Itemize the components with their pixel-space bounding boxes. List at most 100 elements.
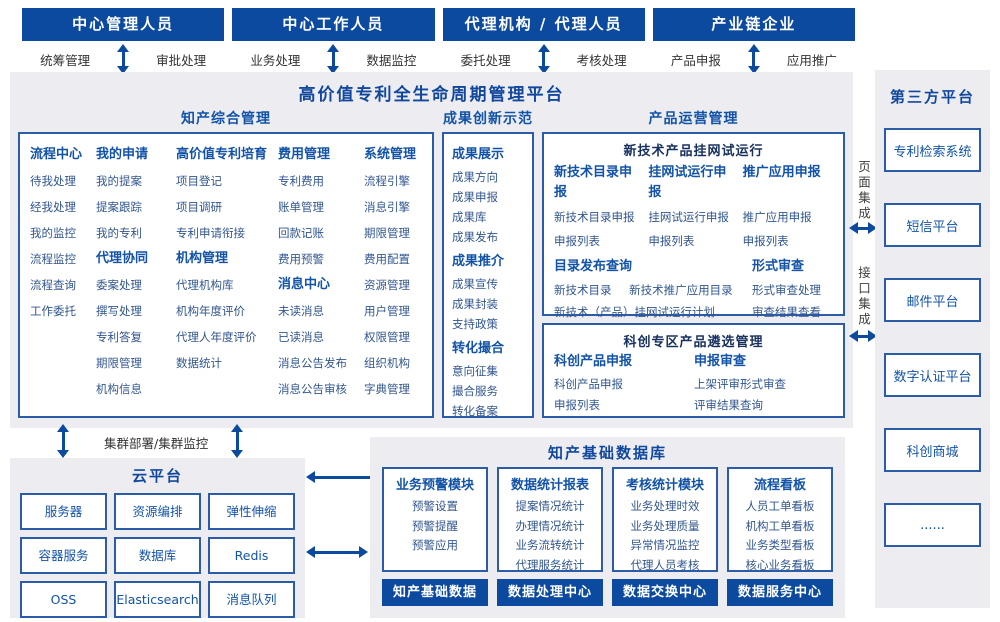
third-party-item: 数字认证平台	[884, 353, 981, 397]
horizontal-double-arrow-icon	[849, 329, 877, 343]
group-header: 推广应用申报	[742, 165, 821, 180]
module-item: 异常情况监控	[630, 538, 700, 552]
role-title-bar: 中心工作人员	[232, 8, 435, 41]
module-header: 数据统计报表	[510, 478, 589, 493]
group-header: 转化撮合	[452, 341, 505, 356]
menu-item-row: 新技术目录 新技术推广应用目录	[554, 279, 752, 301]
group-header: 成果推介	[452, 254, 505, 269]
cloud-item: 资源编排	[114, 493, 201, 530]
menu-item: 专利答复	[96, 330, 142, 344]
cloud-grid: 服务器 资源编排 弹性伸缩 容器服务 数据库 Redis OSS Elastic…	[10, 486, 305, 618]
menu-item: 专利费用	[278, 174, 324, 188]
menu-item: 新技术（产品）挂网试运行计划	[554, 305, 715, 319]
menu-item: 项目登记	[176, 174, 222, 188]
role-group-center-staff: 中心工作人员 业务处理 数据监控	[232, 8, 435, 77]
menu-item: 已读消息	[278, 330, 324, 344]
po2-column: 申报审查 上架评审形式审查 评审结果查询	[694, 350, 837, 416]
menu-item: 我的监控	[30, 226, 76, 240]
module-item: 预警设置	[412, 499, 458, 513]
menu-item: 撮合服务	[452, 384, 498, 398]
page-integration-label: 页面集成	[856, 160, 871, 222]
ip-column-apply: 我的申请 我的提案 提案跟踪 我的专利 代理协同 委案处理 撰写处理 专利答复 …	[96, 142, 176, 416]
menu-item: 权限管理	[364, 330, 410, 344]
trial-run-columns: 新技术目录申报 新技术目录申报 申报列表 挂网试运行申报 挂网试运行申报 申报列…	[544, 159, 843, 253]
group-header: 科创产品申报	[554, 354, 633, 369]
section-product-ops: 产品运营管理 新技术产品挂网试运行 新技术目录申报 新技术目录申报 申报列表 挂…	[542, 108, 845, 420]
menu-item: 成果方向	[452, 170, 498, 184]
section-achievement: 成果创新示范 成果展示 成果方向 成果申报 成果库 成果发布 成果推介 成果宣传…	[442, 108, 534, 420]
group-header: 高价值专利培育	[176, 147, 268, 162]
role-action-label: 审批处理	[156, 52, 207, 68]
trial-run-box: 新技术产品挂网试运行 新技术目录申报 新技术目录申报 申报列表 挂网试运行申报 …	[542, 132, 845, 319]
database-title: 知产基础数据库	[547, 444, 667, 462]
cloud-item: Elasticsearch	[114, 581, 201, 618]
third-party-item: 科创商城	[884, 428, 981, 472]
module-header: 业务预警模块	[395, 478, 474, 493]
section-ip-management: 知产综合管理 流程中心 待我处理 经我处理 我的监控 流程监控 流程查询 工作委…	[18, 108, 434, 420]
module-item: 代理服务统计	[515, 557, 585, 572]
cloud-item: 消息队列	[208, 581, 295, 618]
ip-column-cultivation: 高价值专利培育 项目登记 项目调研 专利申请衔接 机构管理 代理机构库 机构年度…	[176, 142, 278, 416]
menu-item: 形式审查处理	[752, 283, 821, 297]
api-integration-label: 接口集成	[856, 266, 871, 328]
module-item: 机构工单看板	[745, 518, 815, 533]
group-header: 系统管理	[364, 147, 417, 162]
catalog-review-row: 目录发布查询 新技术目录 新技术推广应用目录 新技术（产品）挂网试运行计划 形式…	[544, 253, 843, 323]
data-center-badge: 数据服务中心	[727, 579, 833, 606]
menu-item: 回款记账	[278, 226, 324, 240]
ip-column-fees: 费用管理 专利费用 账单管理 回款记账 费用预警 消息中心 未读消息 已读消息 …	[278, 142, 364, 416]
po-column: 推广应用申报 推广应用申报 申报列表	[743, 163, 837, 253]
menu-item: 上架评审形式审查	[694, 377, 786, 391]
module-box: 数据统计报表 提案情况统计 办理情况统计 业务流转统计 代理服务统计	[497, 467, 603, 572]
data-center-badge: 数据交换中心	[612, 579, 718, 606]
vertical-double-arrow-icon	[326, 44, 341, 74]
role-title-bar: 代理机构 / 代理人员	[442, 8, 645, 41]
section-title: 成果创新示范	[443, 111, 533, 127]
menu-item: 期限管理	[364, 226, 410, 240]
menu-item: 消息引擎	[364, 200, 410, 214]
database-module: 考核统计模块 业务处理时效 业务处理质量 异常情况监控 代理人员考核 数据交换中…	[612, 467, 718, 606]
menu-item: 推广应用申报	[742, 210, 812, 224]
menu-item: 项目调研	[176, 200, 222, 214]
menu-item: 期限管理	[96, 356, 142, 370]
horizontal-double-arrow-icon	[306, 545, 368, 559]
database-module: 数据统计报表 提案情况统计 办理情况统计 业务流转统计 代理服务统计 数据处理中…	[497, 467, 603, 606]
menu-item: 申报列表	[742, 234, 789, 248]
menu-item: 费用预警	[278, 252, 324, 266]
menu-item: 字典管理	[364, 382, 410, 396]
sub-box-title: 科创专区产品遴选管理	[623, 335, 764, 350]
ip-column-process: 流程中心 待我处理 经我处理 我的监控 流程监控 流程查询 工作委托	[30, 142, 96, 416]
platform-title: 高价值专利全生命周期管理平台	[298, 85, 565, 105]
role-actions: 产品申报 应用推广	[653, 41, 855, 77]
section-title: 产品运营管理	[648, 111, 739, 127]
menu-item: 流程监控	[30, 252, 76, 266]
po-column: 挂网试运行申报 挂网试运行申报 申报列表	[648, 163, 742, 253]
menu-item: 我的专利	[96, 226, 142, 240]
module-item: 预警提醒	[412, 518, 458, 533]
menu-item: 评审结果查询	[694, 398, 763, 412]
role-action-label: 应用推广	[786, 52, 837, 68]
role-actions: 业务处理 数据监控	[232, 41, 434, 77]
cloud-panel: 云平台 服务器 资源编排 弹性伸缩 容器服务 数据库 Redis OSS Ela…	[10, 458, 305, 618]
menu-item: 成果申报	[452, 190, 498, 204]
menu-item: 提案跟踪	[96, 200, 142, 214]
vertical-double-arrow-icon	[746, 44, 761, 74]
cluster-label: 集群部署/集群监控	[104, 436, 209, 451]
third-party-item: ......	[884, 503, 981, 547]
menu-item: 成果发布	[452, 230, 498, 244]
third-party-title: 第三方平台	[889, 88, 975, 106]
module-header: 考核统计模块	[625, 478, 704, 493]
module-item: 提案情况统计	[515, 499, 585, 513]
third-party-item: 专利检索系统	[884, 128, 981, 172]
menu-item: 支持政策	[452, 317, 498, 331]
po-column: 新技术目录申报 新技术目录申报 申报列表	[554, 163, 648, 253]
menu-item: 账单管理	[278, 200, 324, 214]
ip-column-system: 系统管理 流程引擎 消息引擎 期限管理 费用配置 资源管理 用户管理 权限管理 …	[364, 142, 428, 416]
menu-item: 流程查询	[30, 278, 76, 292]
menu-item: 意向征集	[452, 364, 498, 378]
menu-item: 撰写处理	[96, 304, 142, 318]
database-module: 流程看板 人员工单看板 机构工单看板 业务类型看板 核心业务看板 数据服务中心	[727, 467, 833, 606]
group-header: 代理协同	[96, 251, 149, 266]
menu-item: 机构信息	[96, 382, 142, 396]
